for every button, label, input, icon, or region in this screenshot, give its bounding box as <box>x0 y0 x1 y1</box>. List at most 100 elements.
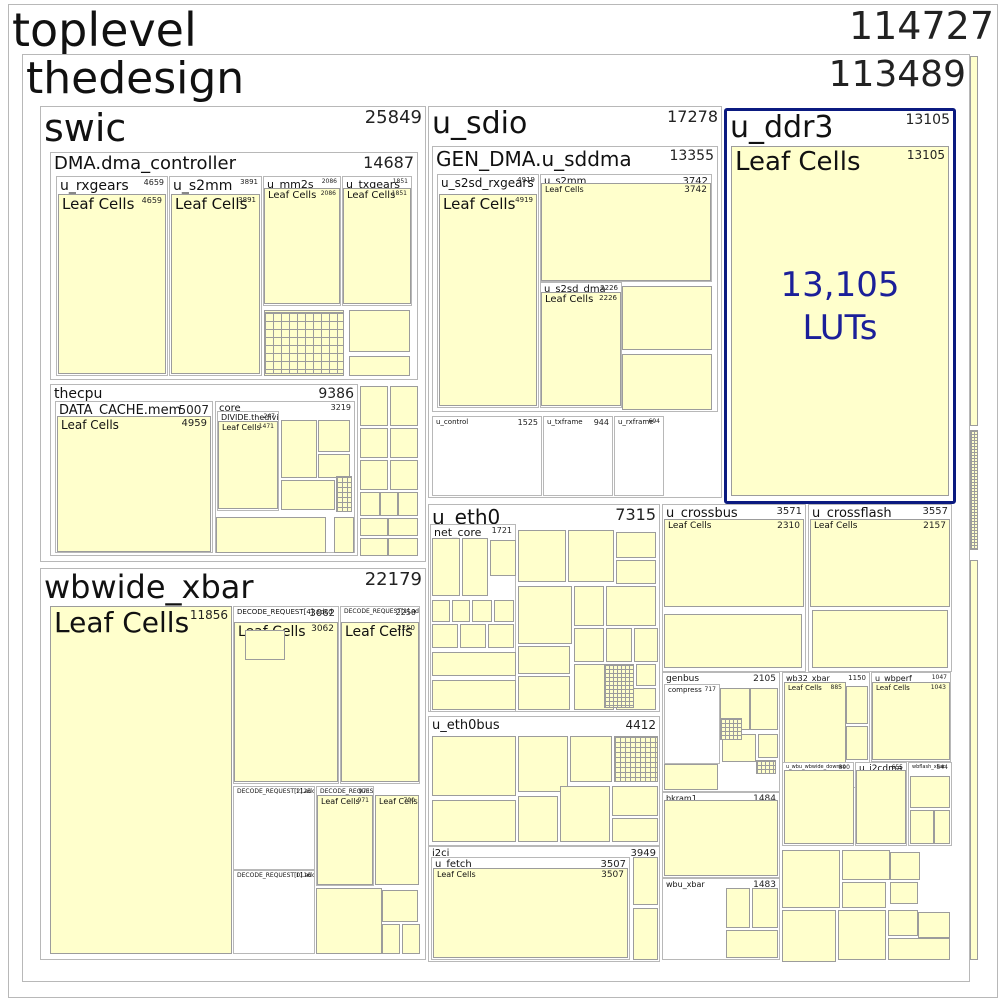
node-value: 1043 <box>930 684 946 691</box>
cell <box>490 540 516 576</box>
node-label: Leaf Cells <box>876 684 910 692</box>
node-label: u_ddr3 <box>730 110 834 145</box>
node-value: 971 <box>357 797 369 804</box>
node-value: 3507 <box>600 859 626 870</box>
node-label: u_s2mm <box>544 176 587 187</box>
node-value: 1525 <box>517 418 538 427</box>
cell <box>360 538 388 556</box>
node-value: 4919 <box>517 176 535 184</box>
node-value: 890 <box>838 764 850 771</box>
node-value: 4412 <box>625 718 656 732</box>
cell <box>750 688 778 730</box>
cell <box>390 386 418 426</box>
cell <box>570 736 612 782</box>
node-value: 3062 <box>309 608 335 619</box>
node-label: u_i2cdma <box>859 764 903 774</box>
node-crossflash-leaf: Leaf Cells 2157 <box>810 519 950 607</box>
cell <box>934 810 950 844</box>
node-label: u_mm2s <box>267 178 314 191</box>
node-value: 2086 <box>320 190 336 197</box>
cell <box>560 786 610 842</box>
node-label: u_rxframe <box>618 418 654 426</box>
node-value: 2157 <box>923 521 946 531</box>
cell-grid <box>614 736 658 782</box>
cell <box>472 600 492 622</box>
cell <box>918 912 950 938</box>
node-label: toplevel <box>12 4 197 57</box>
node-value: 2226 <box>599 294 617 302</box>
node-label: Leaf Cells <box>321 797 360 806</box>
node-label: DECODE_REQUEST[4].adcd <box>237 608 333 616</box>
node-value: 1721 <box>491 526 512 535</box>
node-label: Leaf Cells <box>735 147 861 177</box>
node-value: 971 <box>358 788 370 795</box>
selection-highlight <box>724 108 956 504</box>
cell-grid <box>720 718 742 740</box>
node-label: wb32_xbar <box>786 674 830 683</box>
node-value: 1851 <box>391 190 407 197</box>
node-value: 1150 <box>848 674 866 682</box>
node-label: u_wbperf <box>875 674 912 683</box>
cell <box>890 852 920 880</box>
node-label: Leaf Cells <box>345 624 413 640</box>
cell <box>432 800 516 842</box>
node-value: 3219 <box>330 403 351 412</box>
cell <box>349 356 410 376</box>
node-value: 3742 <box>682 176 708 187</box>
node-label: u_eth0 <box>432 505 501 529</box>
cell <box>360 386 388 426</box>
cell-grid <box>604 664 634 708</box>
node-label: u_s2mm <box>173 178 233 194</box>
node-label: Leaf Cells <box>814 521 858 531</box>
cell <box>612 786 658 816</box>
node-label: Leaf Cells <box>545 185 584 194</box>
node-value: 1483 <box>753 880 776 890</box>
cell <box>622 354 712 410</box>
node-label: u_control <box>436 418 469 426</box>
node-value: 3949 <box>630 848 656 859</box>
node-value: 2250 <box>397 624 415 632</box>
cell <box>568 530 614 582</box>
node-label: Leaf Cells <box>443 195 516 213</box>
cell-grid <box>264 312 344 374</box>
cell <box>634 628 658 662</box>
node-value: 2226 <box>600 284 618 292</box>
node-label: Leaf Cells <box>62 195 135 213</box>
node-label: u_sdio <box>432 106 528 141</box>
node-value: 25849 <box>364 107 422 128</box>
node-label: compress <box>668 686 702 694</box>
node-label: i2ci <box>432 848 450 859</box>
node-label: u_s2sd_rxgears <box>441 176 534 190</box>
cell <box>758 734 778 758</box>
cell <box>360 492 380 516</box>
node-label: DMA.dma_controller <box>54 153 236 174</box>
node-value: 1125 <box>295 788 311 795</box>
cell <box>633 857 658 905</box>
cell <box>390 460 418 490</box>
node-label: DIVIDE.thedivide <box>221 413 279 422</box>
cell <box>970 560 978 960</box>
cell <box>390 428 418 458</box>
cell <box>360 460 388 490</box>
node-label: Leaf Cells <box>437 870 476 879</box>
node-label: Leaf Cells <box>347 190 396 201</box>
cell <box>888 938 950 960</box>
node-label: DECODE_REQUEST[3].adcd <box>320 788 374 795</box>
node-value: 13105 <box>905 112 950 128</box>
cell <box>812 610 948 668</box>
node-value: 544 <box>936 764 948 771</box>
node-value: 4659 <box>143 178 164 187</box>
node-value: 655 <box>891 764 903 771</box>
node-value: 2310 <box>777 521 800 531</box>
